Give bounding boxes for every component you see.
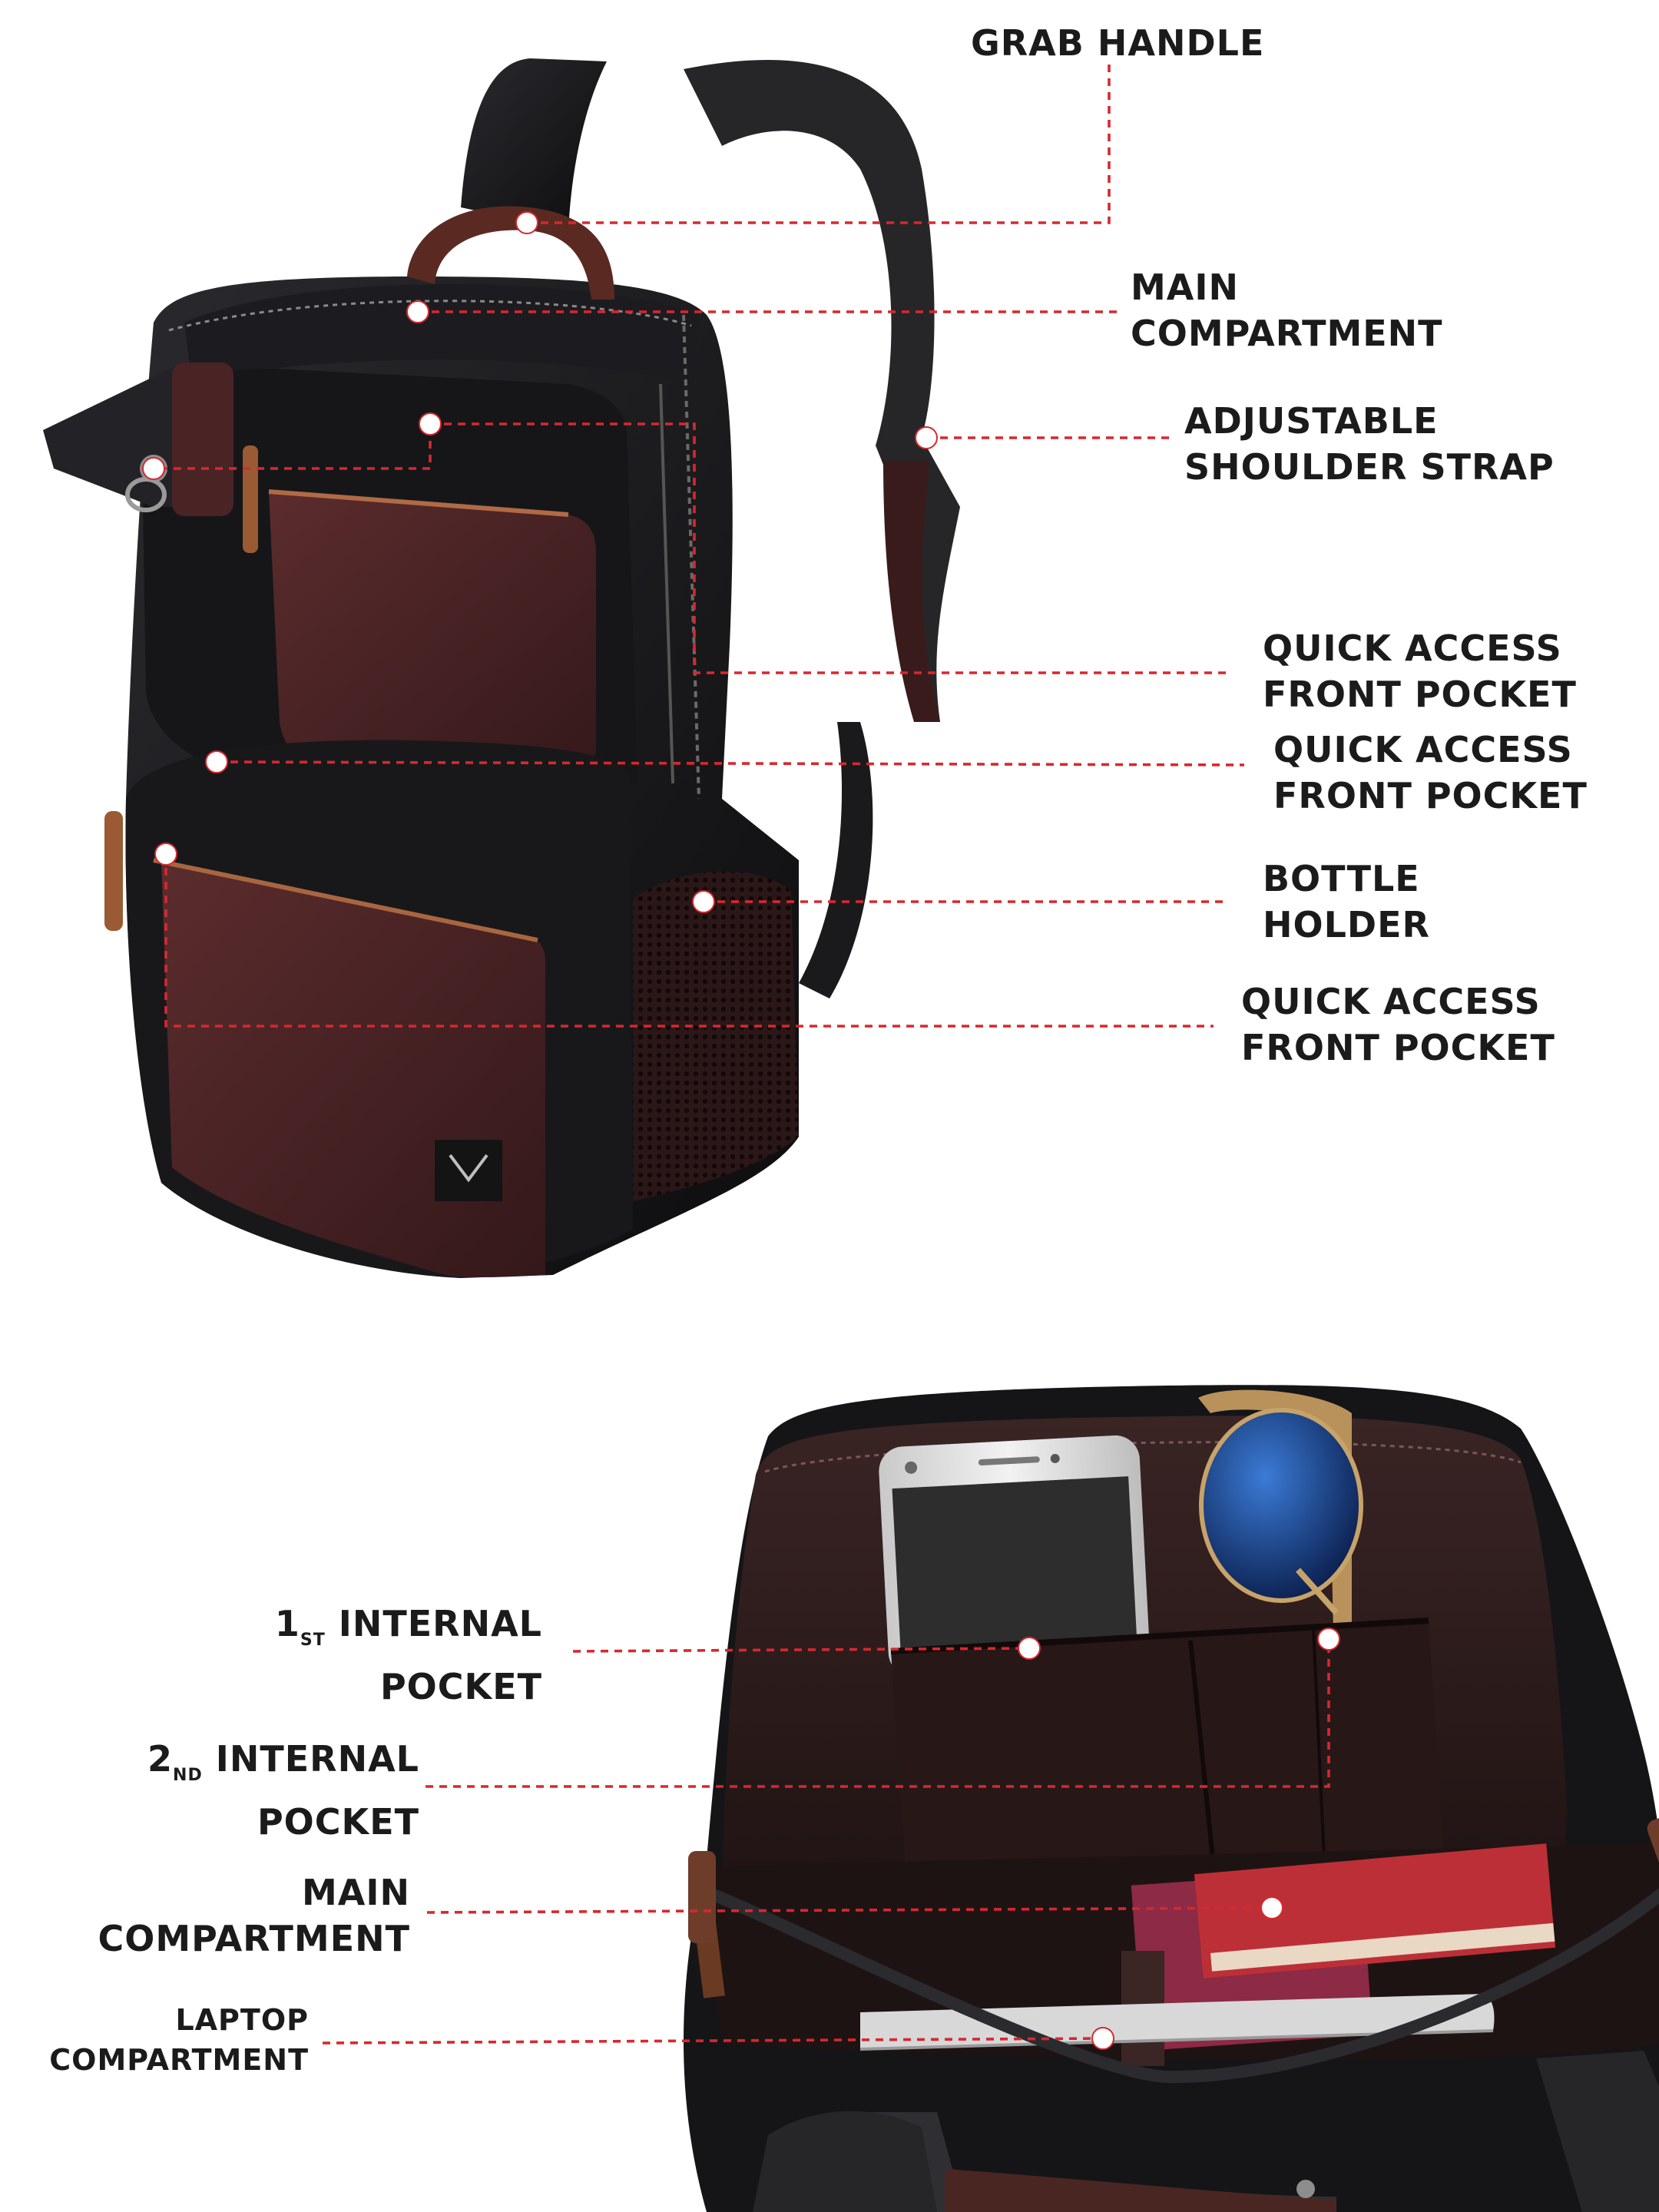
left-shoulder-strap — [461, 58, 607, 230]
grab-handle-strap — [407, 206, 614, 300]
marker-laptop-compartment — [1091, 2027, 1114, 2050]
marker-flap — [142, 457, 165, 480]
label-quick-access-front-pocket-2: QUICK ACCESS FRONT POCKET — [1273, 729, 1588, 816]
label-adjustable-shoulder-strap: ADJUSTABLE SHOULDER STRAP — [1184, 400, 1555, 488]
bottom-callout-lines — [322, 1639, 1330, 2045]
phone-illustration — [879, 1435, 1150, 1677]
marker-grab-handle — [515, 211, 538, 234]
label-quick-access-front-pocket-3: QUICK ACCESS FRONT POCKET — [1241, 981, 1555, 1068]
ordinal-number: 1 — [274, 1603, 300, 1644]
marker-front-pocket-1 — [419, 412, 442, 435]
right-shoulder-strap — [684, 59, 960, 722]
sunglasses-illustration — [1198, 1389, 1363, 1631]
label-inner-main-compartment: MAIN COMPARTMENT — [98, 1872, 410, 1959]
label-bottle-holder: BOTTLE HOLDER — [1263, 858, 1430, 945]
marker-main-compartment — [406, 300, 429, 323]
ordinal-number: 2 — [147, 1738, 174, 1780]
label-quick-access-front-pocket-1: QUICK ACCESS FRONT POCKET — [1263, 628, 1577, 715]
label-first-internal-pocket: 1ST INTERNAL POCKET — [274, 1603, 542, 1707]
marker-front-pocket-2 — [205, 750, 228, 773]
bottom-callout-markers — [1018, 1628, 1340, 2050]
label-grab-handle: GRAB HANDLE — [971, 22, 1265, 64]
label-main-compartment: MAIN COMPARTMENT — [1131, 267, 1443, 354]
upper-leather-panel — [269, 492, 596, 786]
backpack-front-illustration — [43, 58, 960, 1278]
ordinal-suffix: ST — [300, 1631, 326, 1650]
marker-bottle-holder — [692, 890, 715, 913]
internal-pocket-panel — [891, 1621, 1444, 1882]
marker-front-pocket-3 — [154, 843, 177, 866]
marker-second-internal-pocket — [1317, 1628, 1340, 1651]
marker-shoulder-strap — [915, 426, 938, 449]
marker-first-internal-pocket — [1018, 1637, 1041, 1660]
top-callout-markers — [142, 211, 938, 913]
backpack-open-illustration — [684, 1385, 1659, 2212]
bottle-holder-mesh — [633, 871, 799, 1201]
top-callout-lines — [154, 61, 1245, 1028]
strap-lower-webbing — [883, 461, 940, 722]
label-laptop-compartment: LAPTOP COMPARTMENT — [49, 2003, 309, 2077]
label-second-internal-pocket: 2ND INTERNAL POCKET — [147, 1738, 419, 1843]
marker-inner-main-compartment — [1260, 1896, 1283, 1919]
ordinal-suffix: ND — [173, 1766, 203, 1785]
